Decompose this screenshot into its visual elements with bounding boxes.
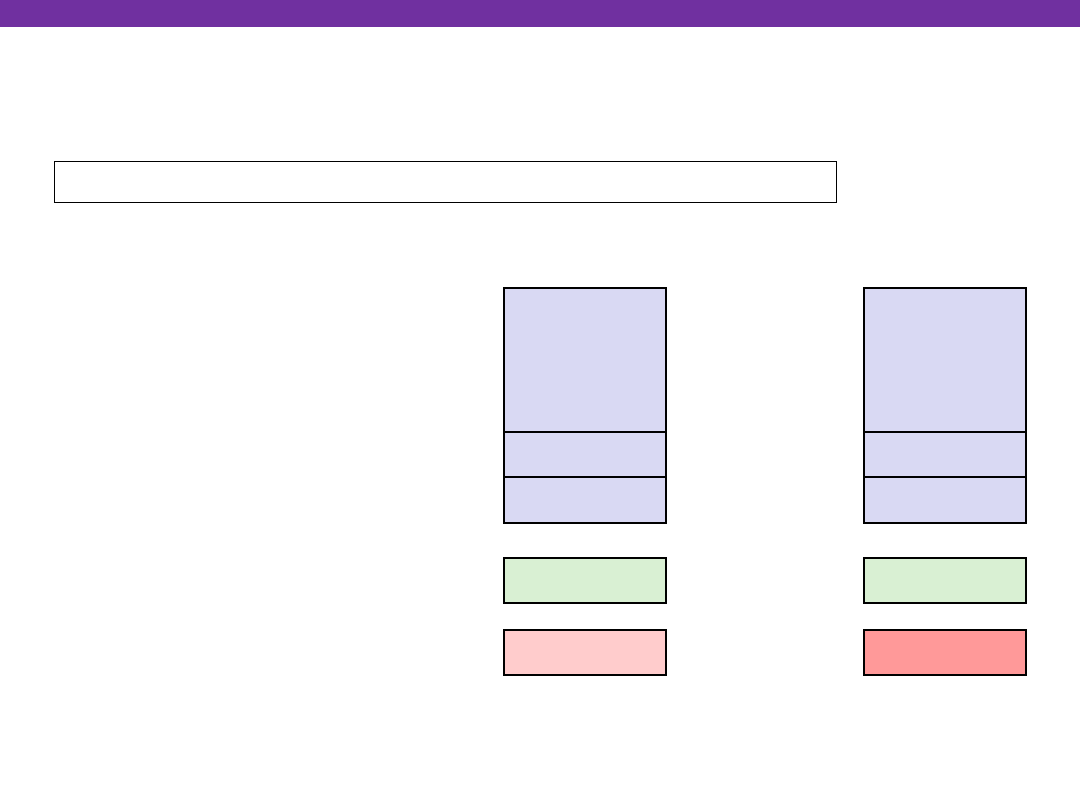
- right-red-box: [863, 629, 1027, 676]
- left-stack-cell-bottom: [505, 478, 665, 522]
- left-column: [503, 287, 667, 676]
- right-stack-cell-middle: [865, 433, 1025, 478]
- left-stack-cell-top: [505, 289, 665, 433]
- text-input-box: [54, 161, 837, 203]
- right-stack-cell-bottom: [865, 478, 1025, 522]
- right-green-box: [863, 557, 1027, 604]
- left-stack: [503, 287, 667, 524]
- left-green-box: [503, 557, 667, 604]
- title-bar: [0, 0, 1080, 27]
- right-stack-cell-top: [865, 289, 1025, 433]
- right-stack: [863, 287, 1027, 524]
- left-red-box: [503, 629, 667, 676]
- left-stack-cell-middle: [505, 433, 665, 478]
- right-column: [863, 287, 1027, 676]
